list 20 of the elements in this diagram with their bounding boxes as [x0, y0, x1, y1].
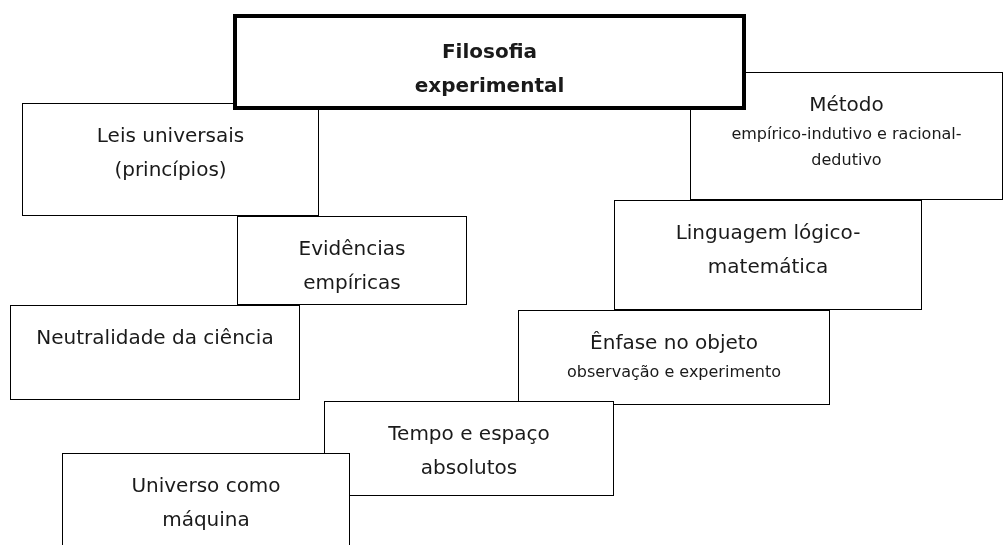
box-heading: Tempo e espaço absolutos: [387, 420, 551, 481]
box-heading: Evidências empíricas: [297, 235, 407, 296]
box-heading: Método: [809, 91, 884, 118]
text-box: [237, 216, 467, 305]
text-box: [233, 14, 746, 110]
text-box: [10, 305, 300, 400]
box-subtext: empírico-indutivo e racional-dedutivo: [730, 123, 963, 171]
title-text: Filosofia experimental: [413, 38, 566, 99]
box-heading: Leis universais (princípios): [95, 122, 246, 183]
text-box: [22, 103, 319, 216]
box-heading: Ênfase no objeto: [590, 329, 758, 356]
text-box: [324, 401, 614, 496]
text-box: [518, 310, 830, 405]
box-subtext: observação e experimento: [566, 361, 782, 383]
box-heading: Linguagem lógico-matemática: [674, 219, 862, 280]
box-heading: Universo como máquina: [130, 472, 282, 533]
text-box: [614, 200, 922, 310]
text-box: [62, 453, 350, 545]
text-box: [690, 72, 1003, 200]
box-heading: Neutralidade da ciência: [36, 324, 274, 351]
